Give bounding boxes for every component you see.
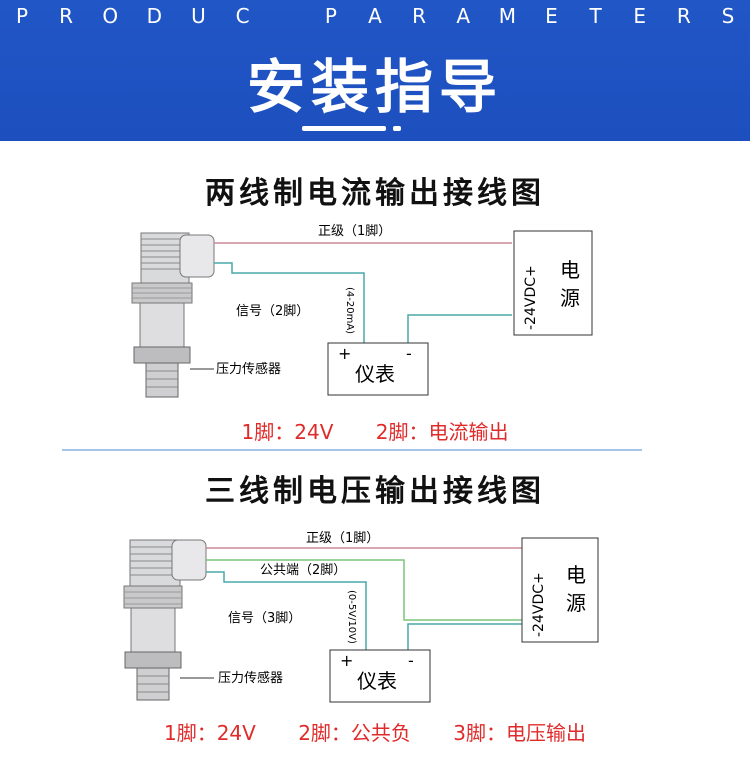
meter-box	[329, 649, 431, 703]
subtitle-letter: C	[235, 4, 250, 28]
meter-label: 仪表	[355, 362, 395, 386]
power-label-char1: 电	[560, 258, 580, 282]
wire-meter-to-power	[407, 314, 512, 345]
subtitle-letter: R	[412, 4, 427, 28]
subtitle-letter: T	[589, 4, 602, 28]
power-label-char2: 源	[566, 591, 586, 615]
pin-item: 2脚：电流输出	[375, 420, 509, 444]
meter-label: 仪表	[357, 669, 397, 693]
meter-box	[327, 342, 429, 396]
power-supply-box	[521, 537, 599, 643]
subtitle-letter: U	[191, 4, 206, 28]
wire-common	[206, 559, 522, 621]
wire-signal	[206, 571, 367, 652]
header-subtitle: P R O D U C P A R A M E T E R S	[0, 4, 750, 28]
subtitle-letter: A	[456, 4, 471, 28]
subtitle-letter: S	[721, 4, 735, 28]
power-label-char1: 电	[566, 563, 586, 587]
pin-item: 1脚：24V	[241, 420, 334, 444]
meter-minus: -	[408, 651, 414, 670]
power-label-char2: 源	[560, 286, 580, 310]
wire-positive-label: 正级（1脚）	[318, 223, 391, 239]
wire-common-label: 公共端（2脚）	[260, 562, 346, 578]
subtitle-letter: R	[676, 4, 691, 28]
diagram2-title: 三线制电压输出接线图	[205, 474, 545, 509]
pin-item: 1脚：24V	[163, 721, 256, 745]
subtitle-letter: E	[545, 4, 558, 28]
sensor-label: 压力传感器	[218, 670, 283, 686]
diagram1-wiring: -24VDC+ 电 源 + - 仪表 正级（1脚） 信号（2脚） (4-20mA…	[131, 223, 593, 398]
subtitle-letter: A	[368, 4, 382, 28]
meter-plus: +	[340, 651, 353, 670]
range-label: (4-20mA)	[344, 287, 355, 334]
wire-meter-to-power	[407, 623, 522, 652]
pressure-sensor-icon	[131, 232, 215, 398]
power-voltage-label: -24VDC+	[523, 265, 539, 330]
section-divider	[62, 449, 642, 451]
title-underline	[302, 126, 386, 131]
diagram2-wiring: -24VDC+ 电 源 + - 仪表 正级（1脚） 公共端（2脚） 信号（3脚）…	[123, 530, 599, 703]
subtitle-letter: P	[324, 4, 337, 28]
sensor-label: 压力传感器	[216, 361, 281, 377]
diagram1-pin-legend: 1脚：24V 2脚：电流输出	[0, 416, 750, 445]
header-banner: P R O D U C P A R A M E T E R S 安装指导	[0, 0, 750, 141]
subtitle-letter	[273, 4, 301, 28]
subtitle-letter: R	[59, 4, 74, 28]
pin-item: 3脚：电压输出	[453, 721, 587, 745]
subtitle-letter: P	[15, 4, 29, 28]
range-label: (0-5V/10V)	[346, 590, 357, 644]
pressure-sensor-icon	[123, 539, 207, 701]
pin-item: 2脚：公共负	[298, 721, 411, 745]
wire-signal	[214, 262, 365, 345]
diagram1-title: 两线制电流输出接线图	[205, 176, 545, 211]
subtitle-letter: D	[146, 4, 163, 28]
power-voltage-label: -24VDC+	[531, 572, 547, 637]
page-title: 安装指导	[246, 53, 503, 121]
diagram2-pin-legend: 1脚：24V 2脚：公共负 3脚：电压输出	[0, 717, 750, 746]
power-supply-box	[513, 230, 593, 336]
meter-plus: +	[338, 344, 351, 363]
wire-signal-label: 信号（3脚）	[228, 610, 301, 626]
wire-positive-label: 正级（1脚）	[306, 530, 379, 546]
subtitle-letter: M	[498, 4, 516, 28]
meter-minus: -	[406, 344, 412, 363]
wire-signal-label: 信号（2脚）	[236, 303, 309, 319]
title-underline-dot	[393, 126, 401, 131]
subtitle-letter: E	[633, 4, 647, 28]
subtitle-letter: O	[102, 4, 119, 28]
